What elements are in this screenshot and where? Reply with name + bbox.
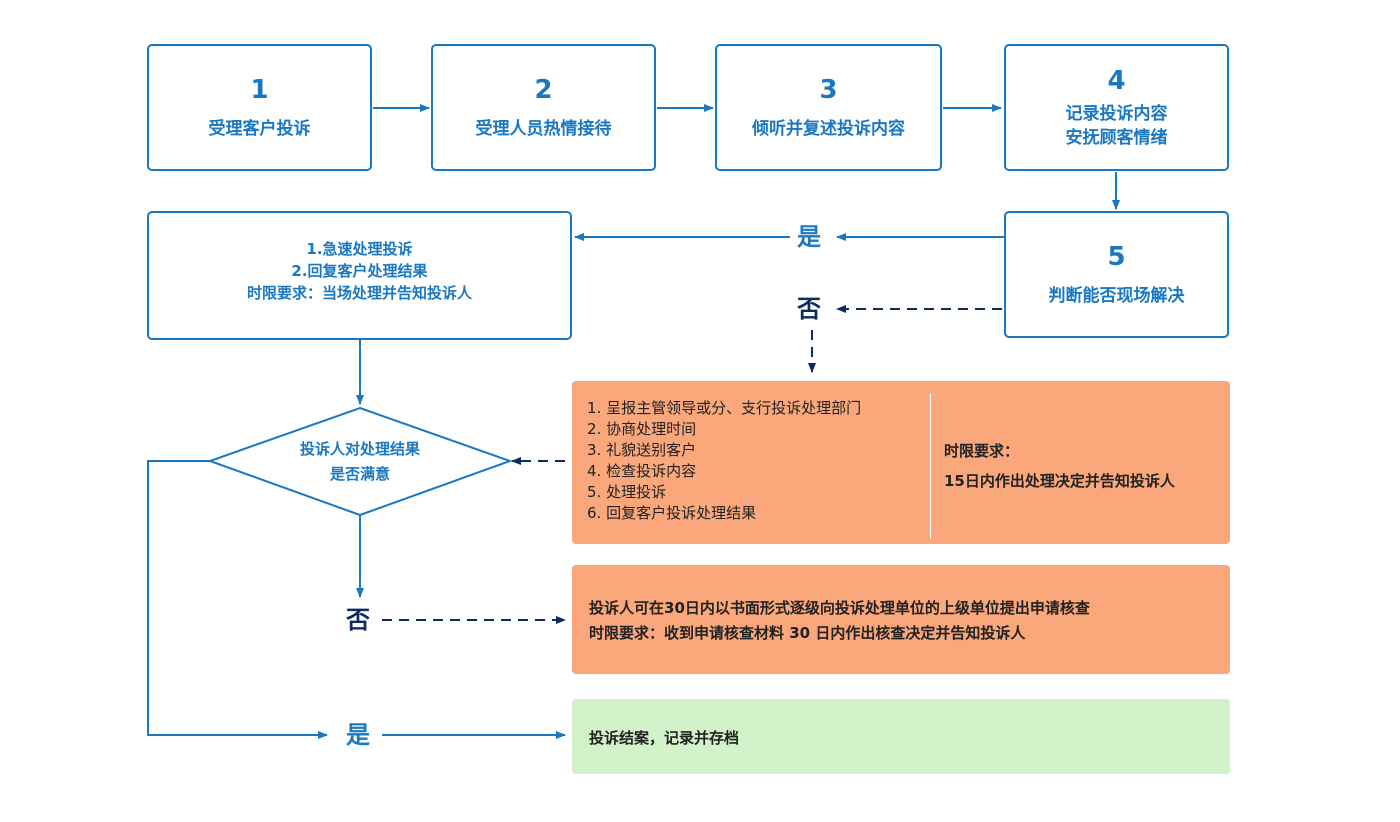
escalation-item: 2. 协商处理时间 (587, 420, 697, 438)
step-4-label-line1: 记录投诉内容 (1065, 103, 1168, 124)
step-1-label: 受理客户投诉 (208, 118, 311, 139)
review-line2: 时限要求：收到申请核查材料 30 日内作出核查决定并告知投诉人 (589, 624, 1026, 642)
escalation-list: 1. 呈报主管领导或分、支行投诉处理部门 2. 协商处理时间 3. 礼貌送别客户… (587, 398, 861, 524)
escalation-item: 6. 回复客户投诉处理结果 (587, 504, 757, 522)
step-3-number: 3 (819, 74, 838, 105)
step-2-label: 受理人员热情接待 (475, 118, 612, 139)
decision-line1: 投诉人对处理结果 (299, 440, 420, 458)
step-3-label: 倾听并复述投诉内容 (752, 118, 905, 139)
closure-panel: 投诉结案，记录并存档 (572, 699, 1230, 774)
no-label-decision: 否 (346, 606, 370, 634)
step-5-label: 判断能否现场解决 (1048, 285, 1185, 306)
escalation-time-title: 时限要求： (944, 442, 1020, 460)
closure-text: 投诉结案，记录并存档 (589, 729, 740, 747)
step-1-box: 1 受理客户投诉 (147, 44, 372, 171)
escalation-panel: 1. 呈报主管领导或分、支行投诉处理部门 2. 协商处理时间 3. 礼貌送别客户… (572, 381, 1230, 544)
step-2-box: 2 受理人员热情接待 (431, 44, 656, 171)
escalation-item: 4. 检查投诉内容 (587, 462, 697, 480)
quick-handle-line3: 时限要求：当场处理并告知投诉人 (246, 283, 472, 302)
escalation-item: 5. 处理投诉 (587, 483, 667, 501)
review-line1: 投诉人可在30日内以书面形式逐级向投诉处理单位的上级单位提出申请核查 (589, 599, 1090, 617)
yes-label-decision: 是 (346, 721, 370, 749)
step-1-number: 1 (250, 74, 269, 105)
quick-handle-line2: 2.回复客户处理结果 (291, 261, 428, 280)
step-2-number: 2 (534, 74, 553, 105)
arrow-decision-yes (147, 460, 328, 739)
step-5-box: 5 判断能否现场解决 (1004, 211, 1229, 338)
decision-text: 投诉人对处理结果 是否满意 (260, 437, 460, 487)
step-4-label-line2: 安抚顾客情绪 (1065, 127, 1168, 148)
decision-line2: 是否满意 (329, 465, 390, 483)
review-panel: 投诉人可在30日内以书面形式逐级向投诉处理单位的上级单位提出申请核查 时限要求：… (572, 565, 1230, 674)
escalation-item: 1. 呈报主管领导或分、支行投诉处理部门 (587, 399, 862, 417)
no-label-step5: 否 (797, 295, 821, 323)
quick-handle-box: 1.急速处理投诉 2.回复客户处理结果 时限要求：当场处理并告知投诉人 (147, 211, 572, 340)
step-3-box: 3 倾听并复述投诉内容 (715, 44, 942, 171)
step-5-number: 5 (1107, 241, 1126, 272)
escalation-divider (930, 393, 931, 539)
escalation-time-text: 15日内作出处理决定并告知投诉人 (944, 472, 1175, 490)
quick-handle-line1: 1.急速处理投诉 (306, 239, 413, 258)
step-4-box: 4 记录投诉内容 安抚顾客情绪 (1004, 44, 1229, 171)
escalation-item: 3. 礼貌送别客户 (587, 441, 697, 459)
step-4-number: 4 (1107, 65, 1126, 96)
escalation-time: 时限要求： 15日内作出处理决定并告知投诉人 (944, 436, 1175, 496)
yes-label-step5: 是 (797, 223, 821, 251)
